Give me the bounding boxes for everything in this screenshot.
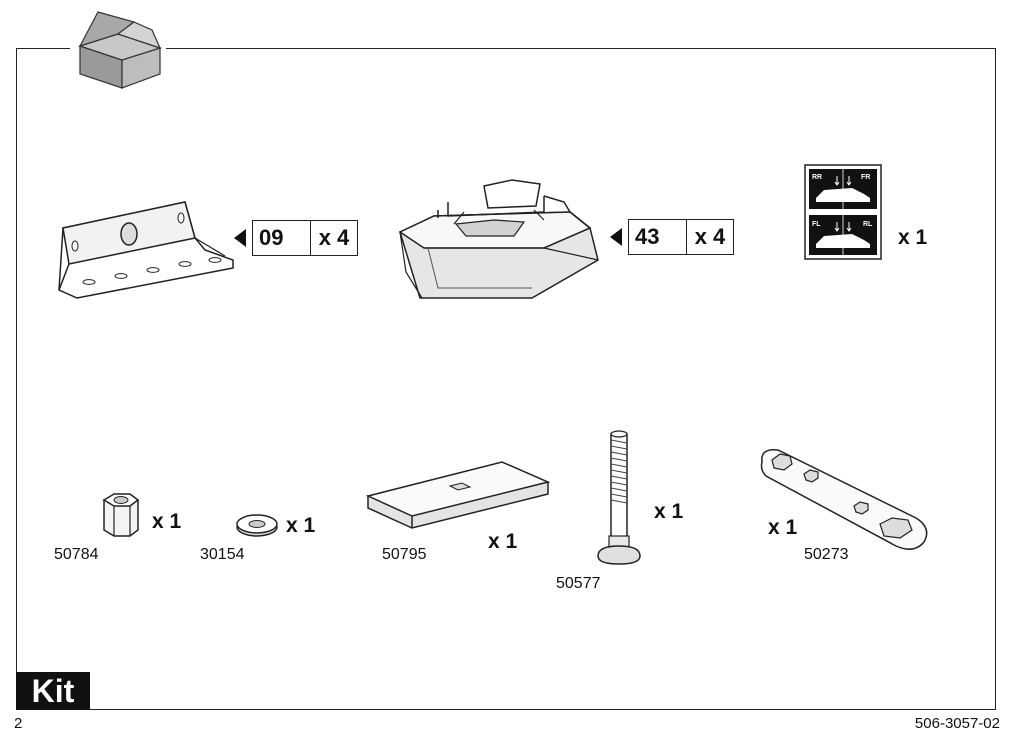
washer-part-number: 30154 <box>200 546 245 563</box>
foot-code: 43 <box>629 220 687 254</box>
kit-badge: Kit <box>16 672 90 710</box>
pointer-arrow-icon <box>234 229 246 247</box>
carriage-bolt-icon <box>597 430 641 565</box>
mounting-bracket-icon <box>58 201 234 299</box>
page-frame <box>16 48 996 710</box>
page-number: 2 <box>14 715 23 732</box>
sticker-label-rl: RL <box>863 221 873 228</box>
nut-qty: x 1 <box>152 510 182 533</box>
bolt-part-number: 50577 <box>556 575 601 592</box>
foot-qty: x 4 <box>694 224 726 249</box>
bracket-qty: x 4 <box>318 225 350 250</box>
foot-tag: 43 x 4 <box>610 219 734 255</box>
washer-icon <box>236 514 278 537</box>
wrench-qty: x 1 <box>768 516 798 539</box>
hex-wrench-icon <box>760 449 928 550</box>
rubber-pad-icon <box>365 461 551 529</box>
position-stickers-icon: RR FR FL RL <box>804 164 882 260</box>
foot-base-icon <box>398 179 599 299</box>
washer-qty: x 1 <box>286 514 316 537</box>
sticker-label-fl: FL <box>812 221 821 228</box>
sticker-label-rr: RR <box>812 174 822 181</box>
hex-nut-icon <box>102 493 140 537</box>
pad-qty: x 1 <box>488 530 518 553</box>
bracket-tag: 09 x 4 <box>234 220 358 256</box>
bolt-qty: x 1 <box>654 500 684 523</box>
bracket-code: 09 <box>253 221 311 255</box>
nut-part-number: 50784 <box>54 546 99 563</box>
stickers-qty: x 1 <box>898 226 928 249</box>
pointer-arrow-icon <box>610 228 622 246</box>
sticker-label-fr: FR <box>861 174 870 181</box>
document-number: 506-3057-02 <box>914 715 1000 732</box>
pad-part-number: 50795 <box>382 546 427 563</box>
wrench-part-number: 50273 <box>804 546 849 563</box>
package-box-icon <box>78 11 162 89</box>
